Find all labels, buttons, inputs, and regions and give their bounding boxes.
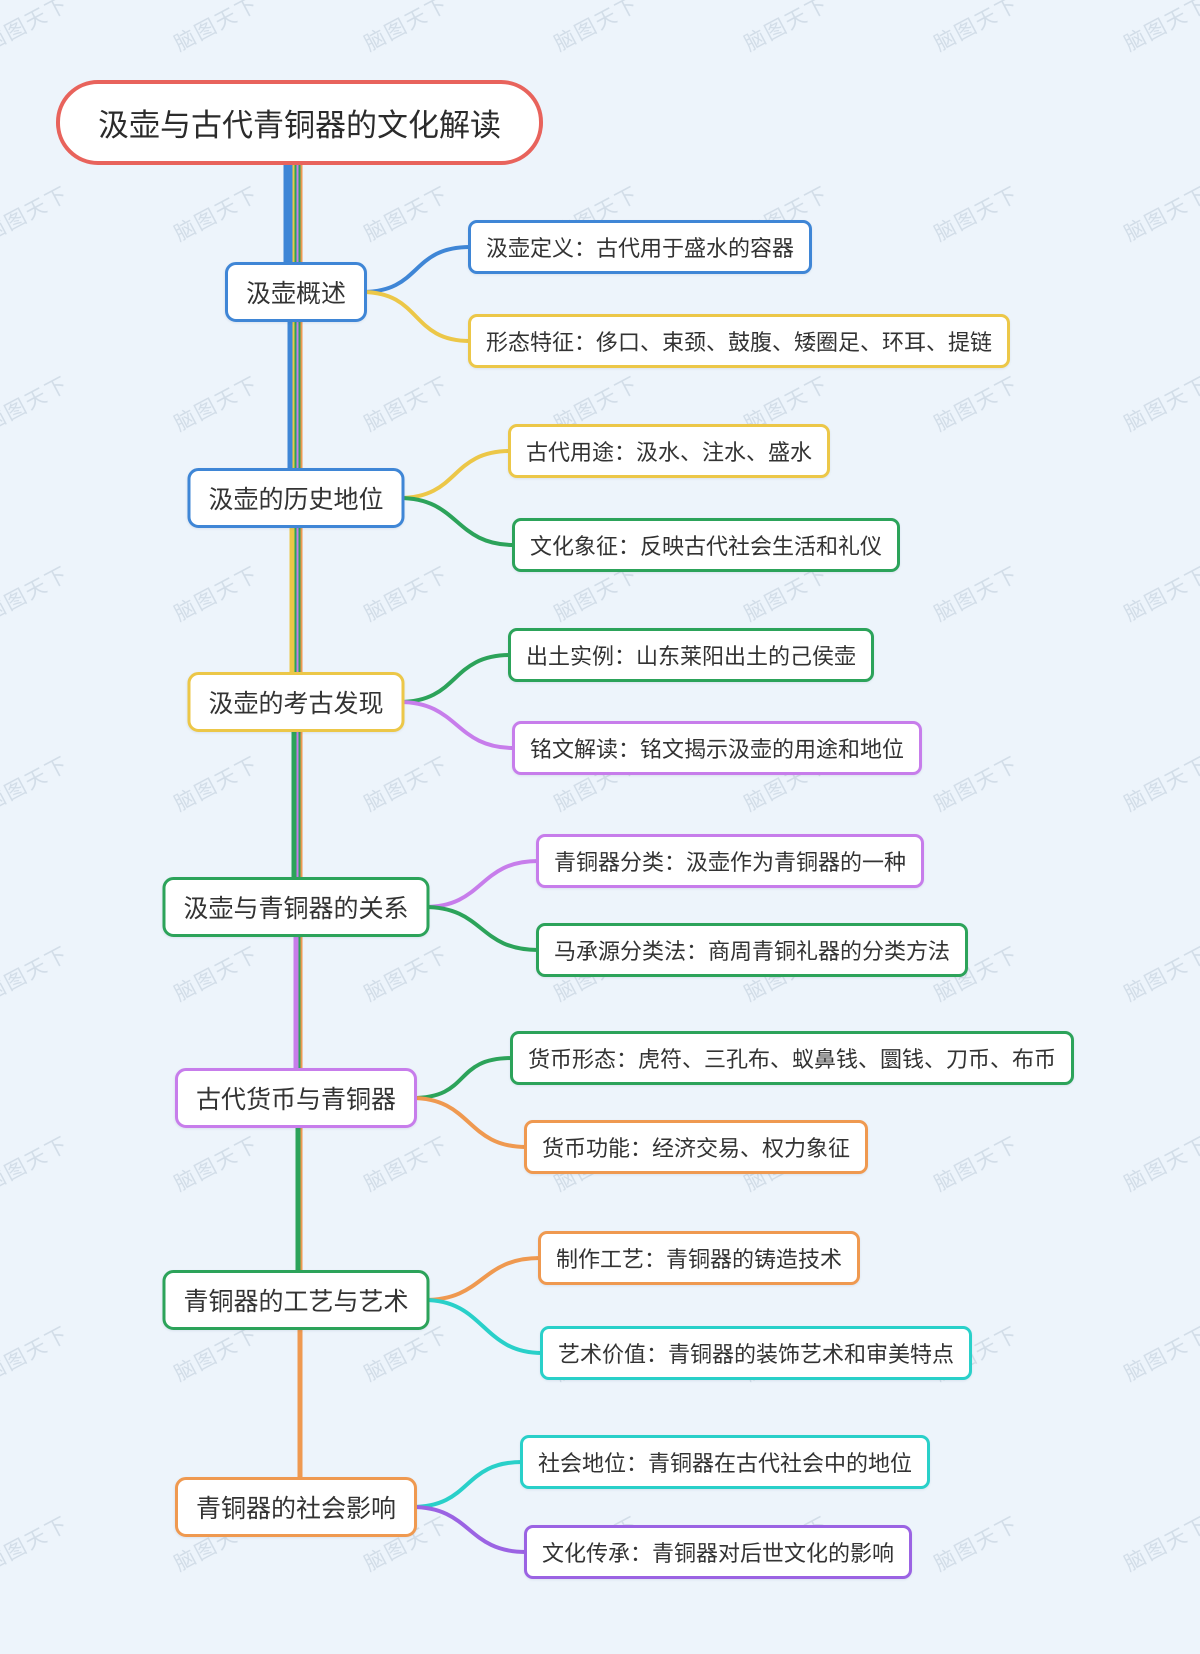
branch-node[interactable]: 汲壶的历史地位 [187,468,405,528]
child-node[interactable]: 社会地位：青铜器在古代社会中的地位 [520,1435,931,1489]
branch-node[interactable]: 青铜器的社会影响 [174,1477,418,1537]
child-node[interactable]: 古代用途：汲水、注水、盛水 [508,424,831,478]
root-node[interactable]: 汲壶与古代青铜器的文化解读 [56,80,543,165]
branch-node[interactable]: 汲壶概述 [224,262,368,322]
child-node[interactable]: 文化象征：反映古代社会生活和礼仪 [512,518,901,572]
child-node[interactable]: 出土实例：山东莱阳出土的己侯壶 [508,628,875,682]
child-node[interactable]: 文化传承：青铜器对后世文化的影响 [524,1525,913,1579]
child-node[interactable]: 马承源分类法：商周青铜礼器的分类方法 [536,923,969,977]
branch-node[interactable]: 汲壶与青铜器的关系 [162,877,430,937]
child-node[interactable]: 制作工艺：青铜器的铸造技术 [538,1231,861,1285]
child-node[interactable]: 青铜器分类：汲壶作为青铜器的一种 [536,834,925,888]
child-node[interactable]: 艺术价值：青铜器的装饰艺术和审美特点 [540,1326,973,1380]
child-node[interactable]: 汲壶定义：古代用于盛水的容器 [468,220,813,274]
child-node[interactable]: 形态特征：侈口、束颈、鼓腹、矮圈足、环耳、提链 [468,314,1011,368]
branch-node[interactable]: 青铜器的工艺与艺术 [162,1270,430,1330]
child-node[interactable]: 货币功能：经济交易、权力象征 [524,1120,869,1174]
child-node[interactable]: 货币形态：虎符、三孔布、蚁鼻钱、圜钱、刀币、布币 [510,1031,1075,1085]
branch-node[interactable]: 汲壶的考古发现 [187,672,405,732]
child-node[interactable]: 铭文解读：铭文揭示汲壶的用途和地位 [512,721,923,775]
branch-node[interactable]: 古代货币与青铜器 [174,1068,418,1128]
